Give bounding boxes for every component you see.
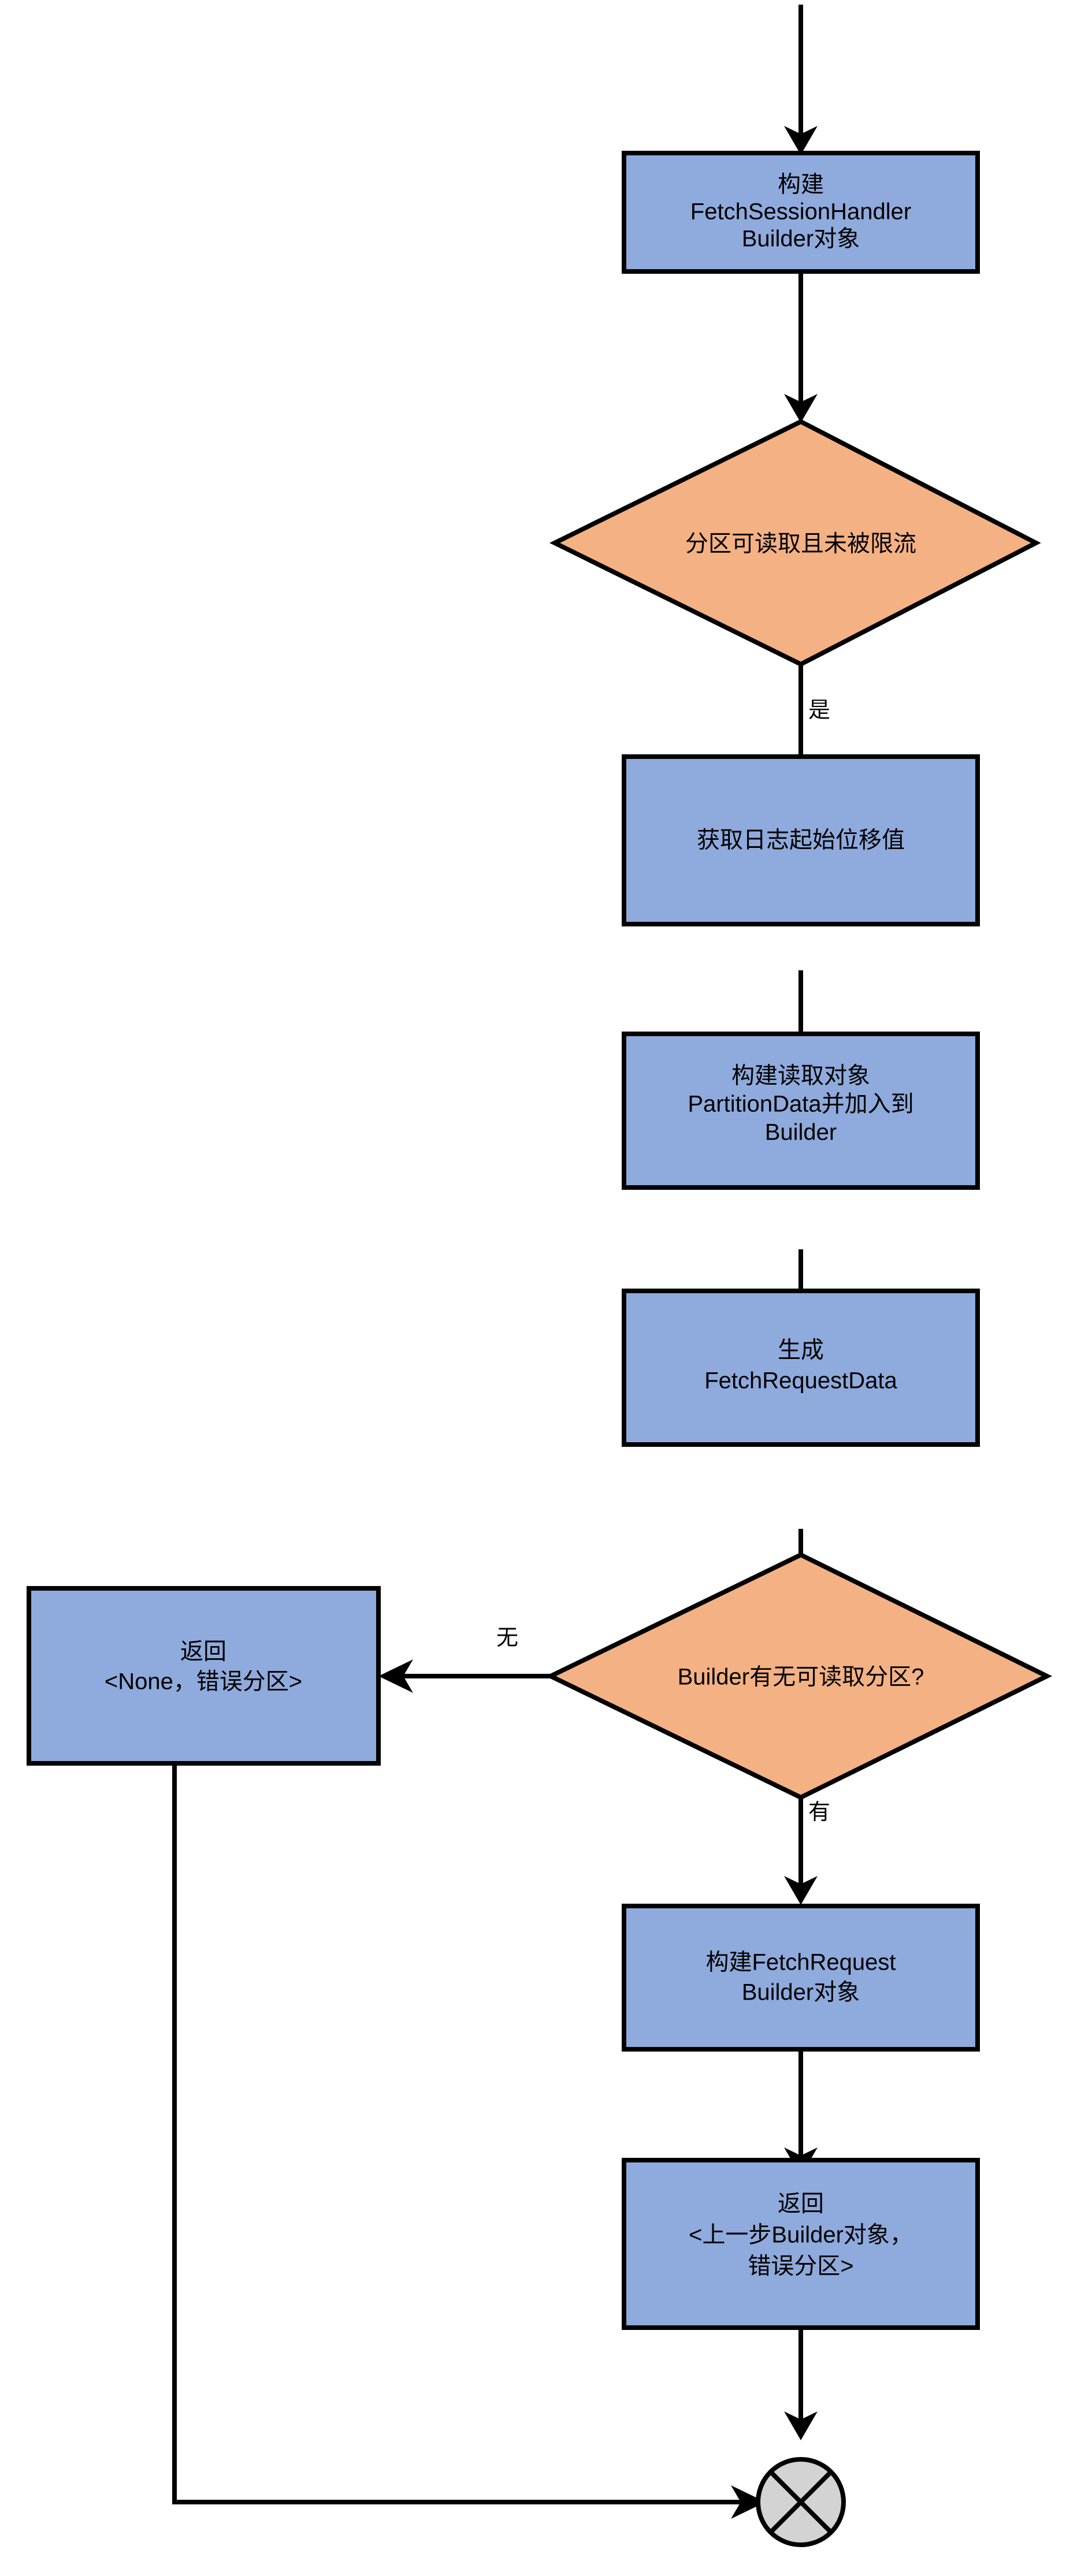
node-text-line: Builder对象: [742, 1980, 860, 2005]
node-build-partition-data[interactable]: 构建读取对象 PartitionData并加入到 Builder: [622, 1032, 980, 1190]
node-build-fetch-request-builder[interactable]: 构建FetchRequest Builder对象: [622, 1904, 980, 2052]
connector-n1-to-decision-partition: [784, 271, 818, 423]
node-text-line: 生成: [778, 1338, 824, 1363]
node-text-line: 分区可读取且未被限流: [685, 531, 916, 557]
node-text-line: 构建FetchRequest: [705, 1950, 896, 1975]
node-text-line: FetchRequestData: [704, 1368, 897, 1394]
node-text-line: 获取日志起始位移值: [697, 828, 905, 853]
node-text-line: 构建: [778, 172, 824, 198]
node-generate-fetch-request-data[interactable]: 生成 FetchRequestData: [622, 1289, 980, 1447]
node-text-line: <上一步Builder对象，: [689, 2223, 913, 2248]
node-text-line: Builder有无可读取分区?: [678, 1665, 924, 1690]
node-decision-builder-has-partition[interactable]: Builder有无可读取分区?: [545, 1552, 1053, 1800]
node-text-line: PartitionData并加入到: [688, 1092, 913, 1117]
node-decision-partition-readable[interactable]: 分区可读取且未被限流: [549, 419, 1041, 667]
node-text-line: Builder对象: [742, 226, 860, 252]
node-return-none-error-partitions[interactable]: 返回 <None，错误分区>: [27, 1586, 381, 1766]
node-get-log-start-offset[interactable]: 获取日志起始位移值: [622, 754, 980, 926]
node-text-line: <None，错误分区>: [105, 1669, 302, 1695]
edge-label-no-partition: 无: [496, 1626, 518, 1650]
connector-n8-to-n9: [784, 2045, 818, 2176]
node-build-fetch-session-handler-builder[interactable]: 构建 FetchSessionHandler Builder对象: [622, 151, 980, 274]
node-text-line: 构建读取对象: [731, 1063, 870, 1089]
connector-n7-to-end: [172, 1763, 766, 2519]
edge-label-yes-readable: 是: [808, 698, 830, 723]
edge-label-has-partition: 有: [808, 1800, 830, 1825]
connector-entry-to-build-session-handler: [784, 5, 818, 155]
connector-decision-builder-no: [378, 1659, 551, 1693]
connector-n9-to-end: [784, 2316, 818, 2440]
node-text-line: Builder: [765, 1120, 837, 1145]
node-text-line: 返回: [778, 2191, 824, 2217]
node-end-terminator[interactable]: [756, 2457, 846, 2547]
node-text-line: 错误分区>: [748, 2254, 853, 2279]
node-text-line: FetchSessionHandler: [690, 199, 911, 225]
node-text-line: 返回: [180, 1639, 226, 1665]
node-return-builder-error-partitions[interactable]: 返回 <上一步Builder对象， 错误分区>: [622, 2158, 980, 2330]
